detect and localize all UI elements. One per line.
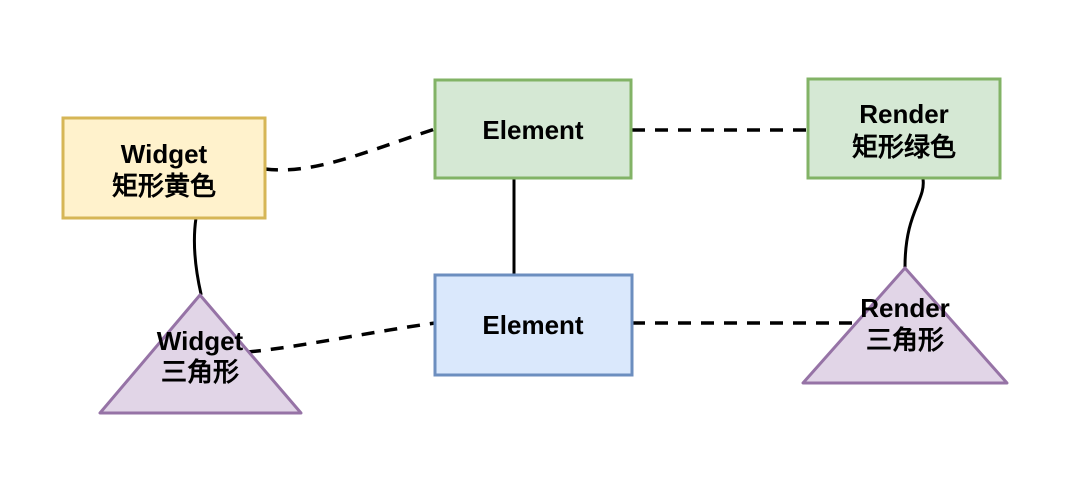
node-element-top: Element [433, 78, 633, 180]
element-bottom-label: Element [482, 310, 583, 340]
widget-triangle-label-line1: Widget [157, 326, 244, 356]
render-triangle-label-line2: 三角形 [866, 325, 944, 355]
render-rect-shape [806, 77, 1002, 180]
widget-triangle-label-line2: 三角形 [161, 357, 239, 387]
widget-triangle-shape [98, 293, 303, 415]
edge-render-rect-to-render-triangle [903, 177, 925, 269]
widget-rect-shape [61, 116, 267, 220]
element-bottom-shape [433, 273, 634, 377]
node-widget-rect: Widget 矩形黄色 [61, 116, 267, 220]
render-rect-label-line1: Render [859, 99, 949, 129]
edge-widget-rect-to-element-top [264, 127, 436, 172]
render-triangle-label-line1: Render [860, 293, 950, 323]
node-element-bottom: Element [433, 273, 634, 377]
node-render-rect: Render 矩形绿色 [806, 77, 1002, 180]
edge-widget-triangle-to-element-bottom [247, 321, 436, 354]
widget-rect-label-line2: 矩形黄色 [112, 171, 216, 201]
element-top-shape [433, 78, 633, 180]
element-top-label: Element [482, 115, 583, 145]
node-widget-triangle: Widget 三角形 [98, 293, 303, 415]
edge-group [192, 127, 925, 354]
render-triangle-shape [801, 266, 1009, 385]
edge-widget-rect-to-widget-triangle [192, 216, 203, 296]
render-rect-label-line2: 矩形绿色 [852, 132, 956, 162]
widget-rect-label-line1: Widget [121, 139, 208, 169]
node-render-triangle: Render 三角形 [801, 266, 1009, 385]
